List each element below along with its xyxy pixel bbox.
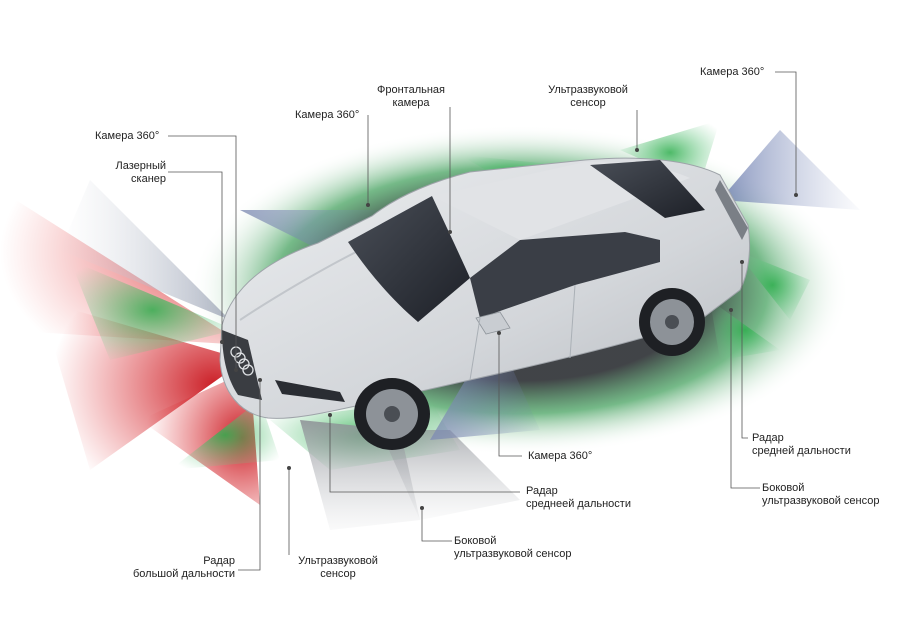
- label-ultrasonic-bottom: Ультразвуковой сенсор: [298, 555, 378, 580]
- label-side-ultrasonic-front: Боковой ультразвуковой сенсор: [454, 535, 572, 560]
- ultrasonic-field-rear: [735, 250, 810, 320]
- label-radar-mid-front: Радар среднеей дальности: [526, 485, 631, 510]
- ultrasonic-field-front-2: [170, 400, 280, 470]
- label-front-camera: Фронтальная камера: [376, 84, 445, 109]
- label-radar-long: Радар большой дальности: [132, 555, 235, 580]
- label-laser-scanner: Лазерный сканер: [115, 160, 167, 185]
- camera-360-front-fan: [240, 210, 380, 250]
- label-camera-360-left: Камера 360°: [95, 130, 160, 142]
- camera-360-rear-fan: [720, 130, 860, 210]
- label-side-ultrasonic-rear: Боковой ультразвуковой сенсор: [762, 482, 880, 507]
- label-radar-mid-rear: Радар средней дальности: [752, 432, 851, 457]
- car: [219, 157, 751, 450]
- camera-360-mirror-fan: [430, 330, 540, 440]
- label-camera-360-top: Камера 360°: [295, 109, 360, 121]
- laser-scanner-fan: [60, 180, 230, 320]
- long-range-radar-cone-3: [140, 370, 260, 505]
- ultrasonic-field-front: [70, 260, 235, 360]
- label-camera-360-topright: Камера 360°: [700, 66, 765, 78]
- leader-lines: [168, 71, 798, 571]
- label-ultrasonic-top: Ультразвуковой сенсор: [548, 84, 628, 109]
- side-ultrasonic-fan: [380, 430, 520, 520]
- label-camera-360-mirror: Камера 360°: [528, 450, 593, 462]
- long-range-radar-cone-2: [40, 300, 245, 470]
- ultrasonic-field-rear-2: [710, 300, 780, 360]
